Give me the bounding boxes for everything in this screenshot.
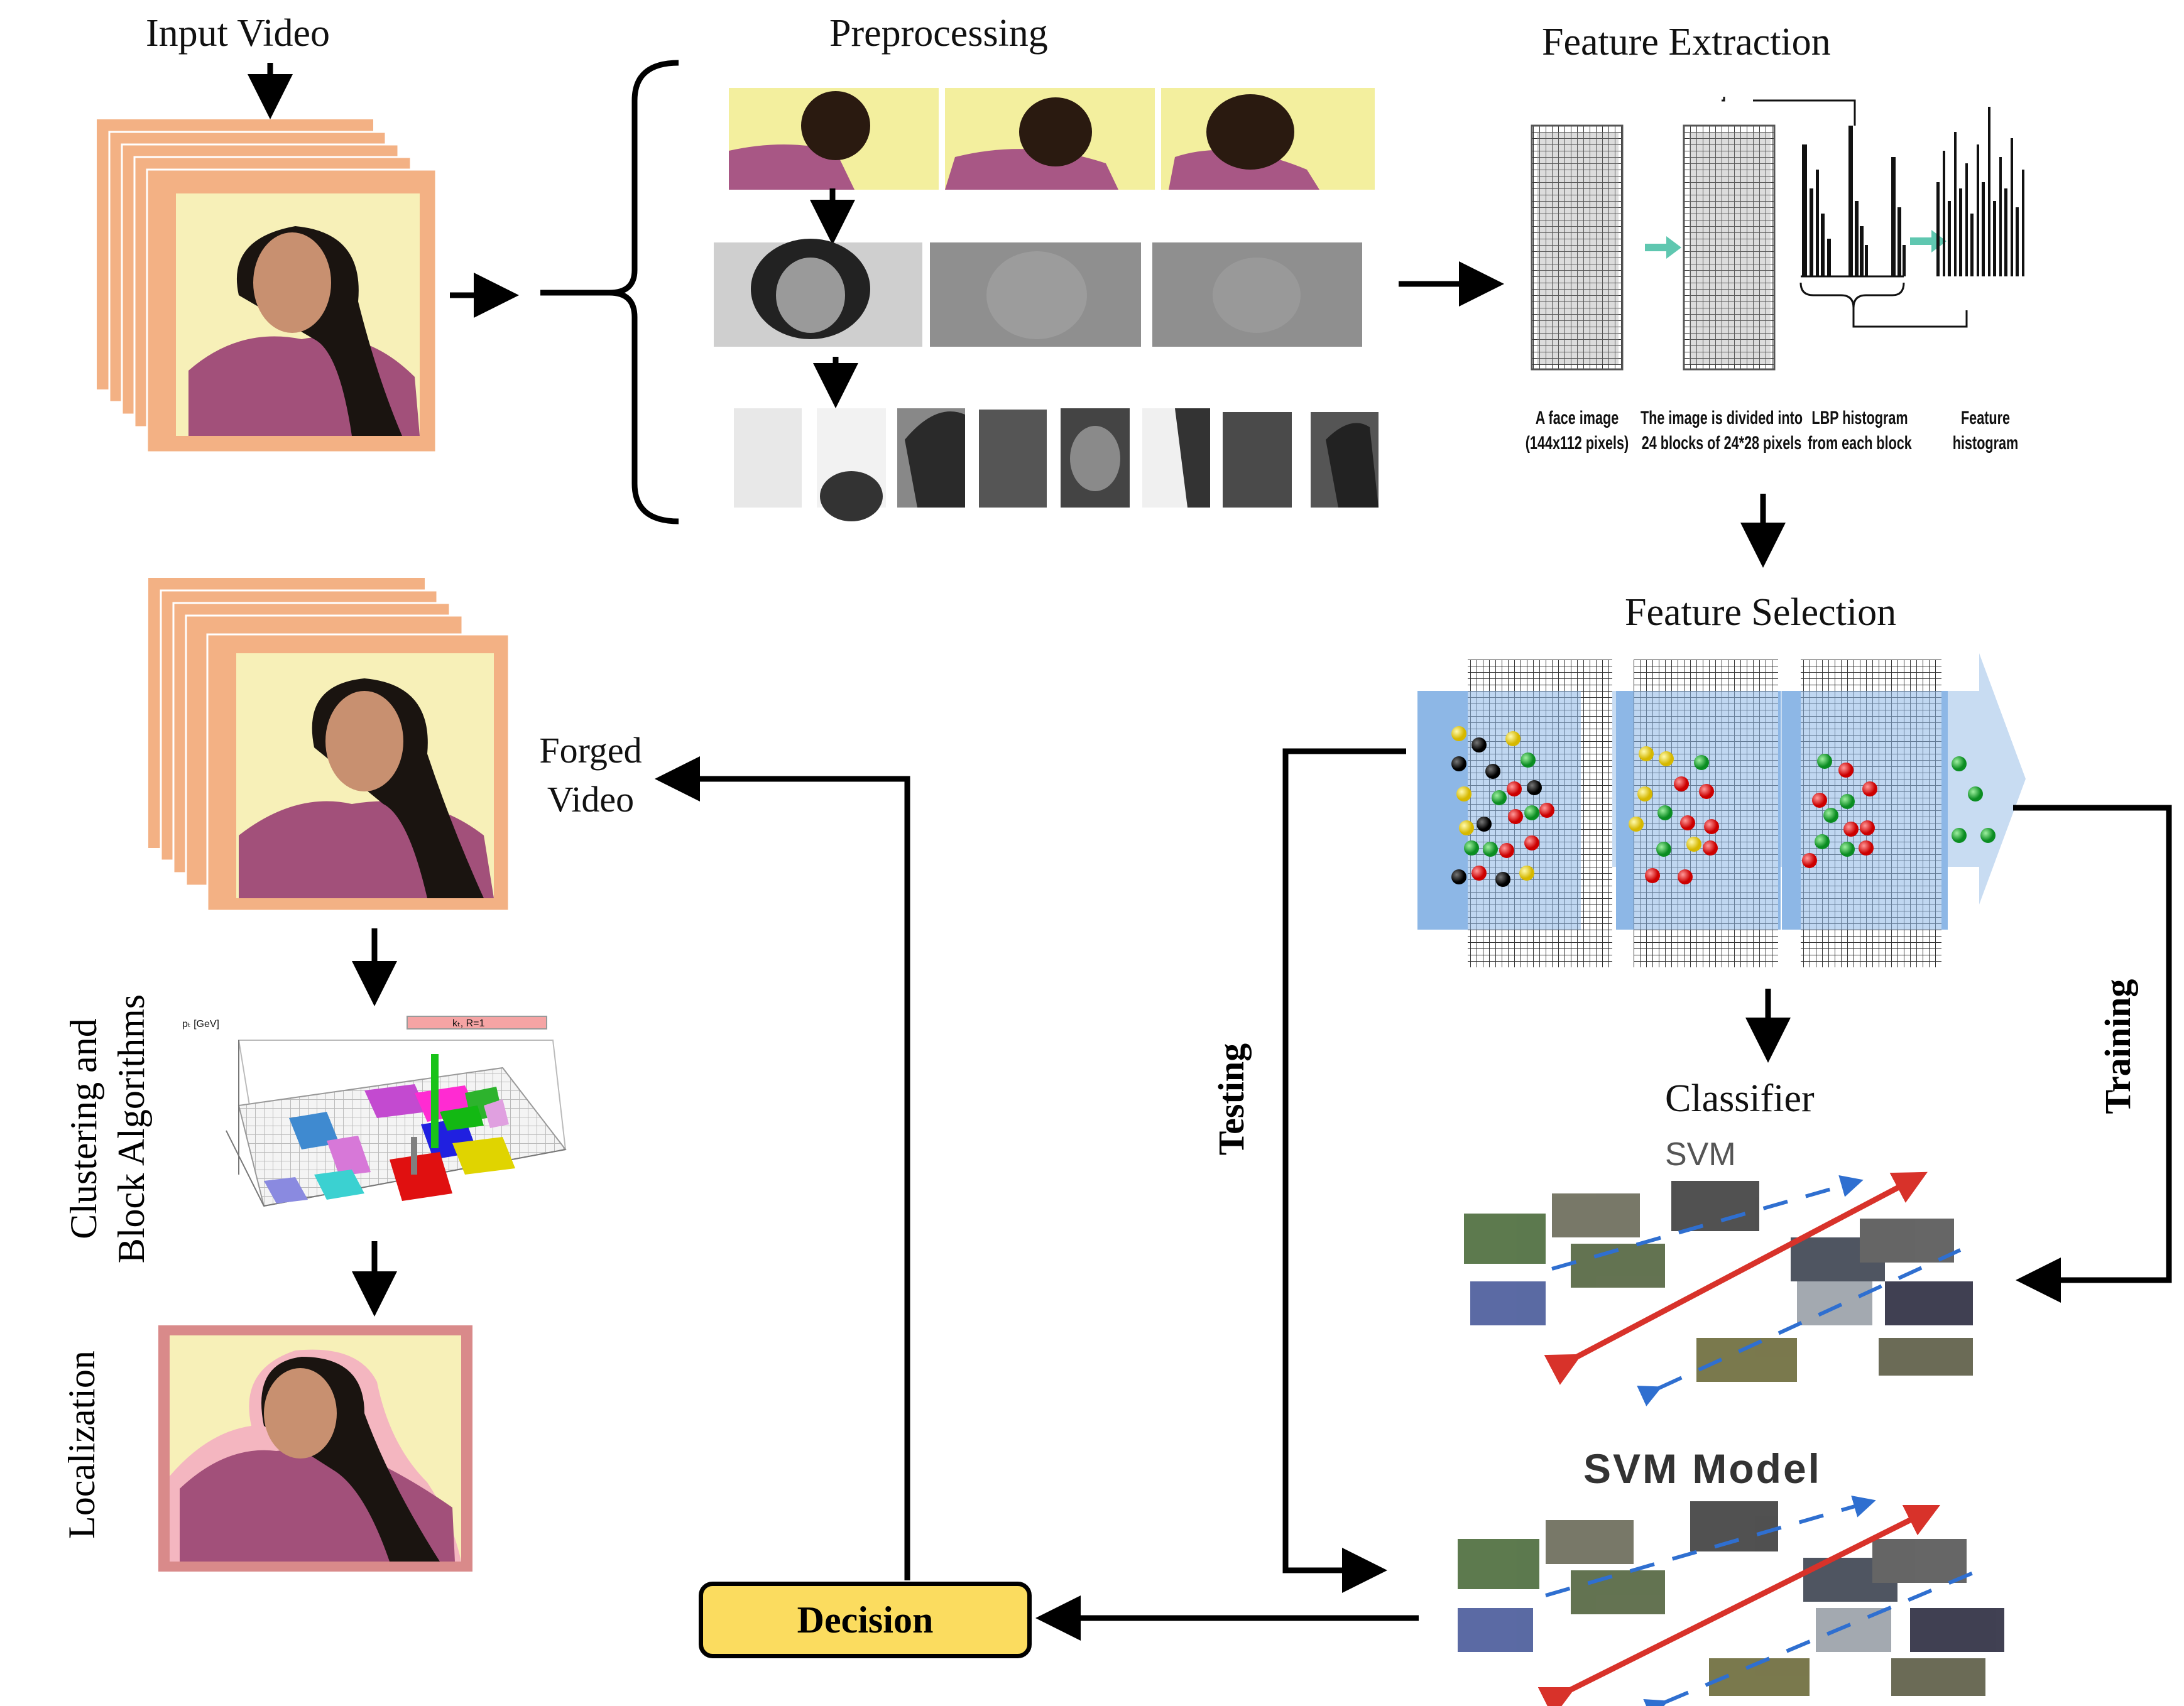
- preprocessing-title: Preprocessing: [829, 12, 1048, 55]
- classifier-svm-graphic: [1439, 1143, 2042, 1406]
- svm-model-graphic: [1426, 1482, 2055, 1706]
- forged-video-label: Forged Video: [539, 730, 642, 820]
- preprocessing-row2: [714, 239, 1362, 347]
- decision-label: Decision: [797, 1599, 934, 1641]
- preprocessing-row1: [729, 88, 1375, 190]
- clustering-plot: [226, 1016, 567, 1207]
- testing-path: [1282, 748, 1406, 1593]
- clustering-label: Clustering and Block Algorithms: [63, 994, 152, 1264]
- svm-model-title: SVM Model: [1583, 1445, 1822, 1492]
- preprocessing-brace: [540, 60, 679, 524]
- classifier-svm-label: SVM: [1665, 1136, 1736, 1173]
- training-path: [2013, 805, 2172, 1303]
- input-video-stack: [97, 119, 437, 454]
- forged-video-stack: [148, 578, 510, 912]
- feature-extraction-graphic: [1531, 97, 2024, 371]
- preprocessing-row3: [734, 408, 1379, 521]
- training-label: Training: [2097, 979, 2138, 1114]
- decision-box: Decision: [699, 1582, 1032, 1658]
- classifier-title: Classifier: [1665, 1077, 1815, 1120]
- localization-label: Localization: [61, 1350, 102, 1539]
- fe-caption-face-image: A face image (144x112 pixels): [1525, 408, 1629, 454]
- input-video-title: Input Video: [146, 12, 330, 55]
- fe-caption-feature-histogram: Feature histogram: [1952, 408, 2019, 454]
- testing-label: Testing: [1211, 1043, 1252, 1156]
- feature-selection-title: Feature Selection: [1625, 591, 1897, 634]
- feature-selection-graphic: [1417, 653, 2026, 967]
- fe-caption-lbp: LBP histogram from each block: [1808, 408, 1912, 454]
- plot-axis-label: pₜ [GeV]: [182, 1019, 219, 1030]
- localization-image: [158, 1325, 472, 1572]
- feature-extraction-title: Feature Extraction: [1542, 21, 1831, 63]
- fe-caption-blocks: The image is divided into 24 blocks of 2…: [1640, 408, 1803, 454]
- plot-legend: kₜ, R=1: [452, 1018, 485, 1029]
- arrow-to-forged-video: [655, 756, 910, 1580]
